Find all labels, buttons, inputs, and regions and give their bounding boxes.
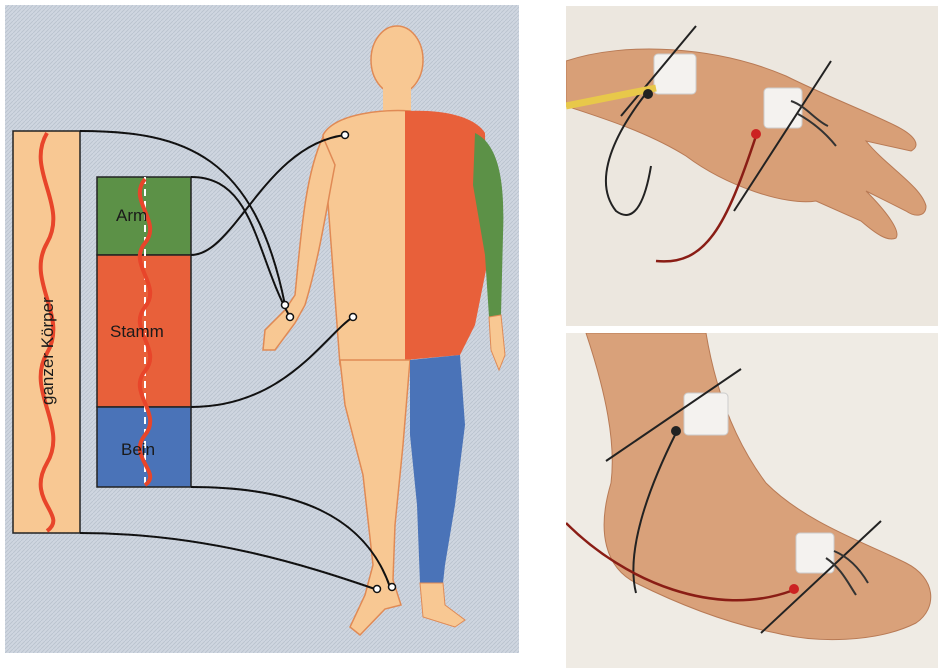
- electrode-pad-toe: [796, 533, 834, 573]
- electrode-pad-ankle: [684, 393, 728, 435]
- red-clip: [751, 129, 761, 139]
- black-clip-foot: [671, 426, 681, 436]
- body-segment-diagram: ganzer Körper Arm Stamm Bein: [5, 5, 519, 653]
- red-clip-foot: [789, 584, 799, 594]
- diagram-svg: ganzer Körper Arm Stamm Bein: [5, 5, 519, 653]
- foot-electrode-photo: [566, 333, 938, 668]
- segment-label-stamm: Stamm: [110, 322, 164, 341]
- hand-electrode-photo: [566, 6, 938, 326]
- electrode-pad-wrist: [654, 54, 696, 94]
- whole-body-label: ganzer Körper: [38, 297, 57, 405]
- segment-label-bein: Bein: [121, 440, 155, 459]
- electrode-pad-hand: [764, 88, 802, 128]
- black-clip: [643, 89, 653, 99]
- segment-label-arm: Arm: [116, 206, 147, 225]
